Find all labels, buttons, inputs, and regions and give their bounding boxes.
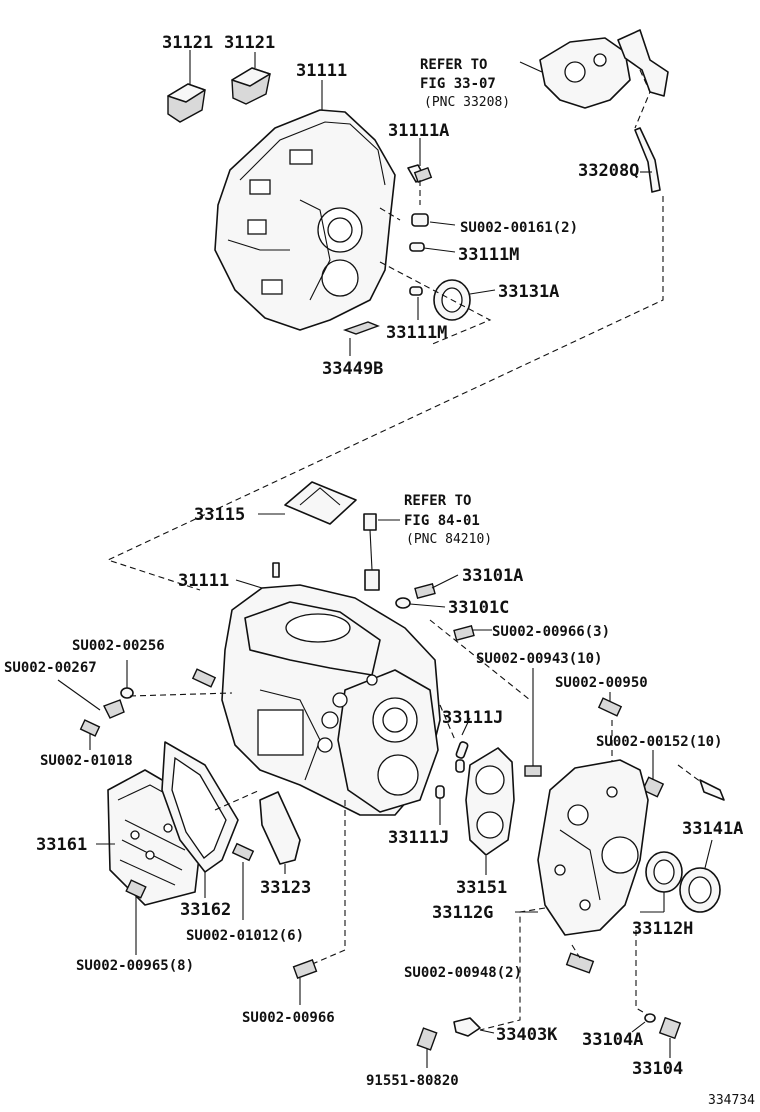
- ref-84210-line1: REFER TO: [404, 493, 471, 509]
- bolt-su002-00267: [103, 699, 125, 719]
- gasket-33162: [161, 741, 239, 873]
- label-su002-00966: SU002-00966: [242, 1010, 335, 1026]
- label-33112G: 33112G: [432, 903, 493, 923]
- ref-33208-line1: REFER TO: [420, 57, 487, 73]
- label-33111J-upper: 33111J: [442, 708, 503, 728]
- label-33115: 33115: [194, 505, 245, 525]
- label-33403K: 33403K: [496, 1025, 558, 1045]
- label-33101C: 33101C: [448, 598, 509, 618]
- speed-sensor-ref-84210: [363, 513, 400, 591]
- plate-33115: [284, 481, 357, 525]
- transmission-case-31111: [221, 584, 441, 816]
- label-33141A: 33141A: [682, 819, 743, 839]
- label-31111-top: 31111: [296, 61, 347, 81]
- label-su002-00256: SU002-00256: [72, 638, 165, 654]
- gasket-33151: [465, 747, 515, 856]
- ref-33208-line3: (PNC 33208): [424, 95, 510, 110]
- pad-31121-right: [231, 67, 271, 105]
- label-33101A: 33101A: [462, 566, 523, 586]
- label-33162: 33162: [180, 900, 231, 920]
- label-33161: 33161: [36, 835, 87, 855]
- plate-33123: [259, 791, 301, 865]
- label-33104: 33104: [632, 1059, 683, 1079]
- label-33123: 33123: [260, 878, 311, 898]
- label-su002-00966-3: SU002-00966(3): [492, 624, 610, 640]
- label-su002-00152: SU002-00152(10): [596, 734, 722, 750]
- oil-pump-ref-33208: [519, 29, 669, 109]
- label-33449B: 33449B: [322, 359, 383, 379]
- label-91551-80820: 91551-80820: [366, 1073, 459, 1089]
- label-33111M-upper: 33111M: [458, 245, 519, 265]
- label-su002-00161: SU002-00161(2): [460, 220, 578, 236]
- label-31121-right: 31121: [224, 33, 275, 53]
- label-33131A: 33131A: [498, 282, 559, 302]
- plug-33403K: [453, 1017, 481, 1037]
- label-su002-00267: SU002-00267: [4, 660, 97, 676]
- bolt-33101A: [414, 582, 436, 600]
- ref-84210-line3: (PNC 84210): [406, 532, 492, 547]
- ref-33208-line2: FIG 33-07: [420, 76, 496, 92]
- oil-seal-33112H: [645, 851, 683, 893]
- label-su002-00948: SU002-00948(2): [404, 965, 522, 981]
- label-31111-lower: 31111: [178, 571, 229, 591]
- label-33208Q: 33208Q: [578, 161, 639, 181]
- label-su002-01018: SU002-01018: [40, 753, 133, 769]
- label-33111J-lower: 33111J: [388, 828, 449, 848]
- label-33104A: 33104A: [582, 1030, 643, 1050]
- label-31111A: 31111A: [388, 121, 449, 141]
- label-su002-00943: SU002-00943(10): [476, 651, 602, 667]
- seal-33141A: [679, 867, 721, 913]
- label-su002-00950: SU002-00950: [555, 675, 648, 691]
- label-31121-left: 31121: [162, 33, 213, 53]
- ref-84210-line2: FIG 84-01: [404, 513, 480, 529]
- bolt-31111A: [407, 164, 433, 183]
- drawing-number: 334734: [708, 1093, 755, 1108]
- label-33111M-lower: 33111M: [386, 323, 447, 343]
- clutch-housing-31111: [214, 109, 396, 331]
- label-33151: 33151: [456, 878, 507, 898]
- label-su002-00965: SU002-00965(8): [76, 958, 194, 974]
- label-33112H: 33112H: [632, 919, 693, 939]
- label-su002-01012: SU002-01012(6): [186, 928, 304, 944]
- pad-31121-left: [167, 83, 206, 123]
- extension-housing-33112G: [537, 759, 649, 936]
